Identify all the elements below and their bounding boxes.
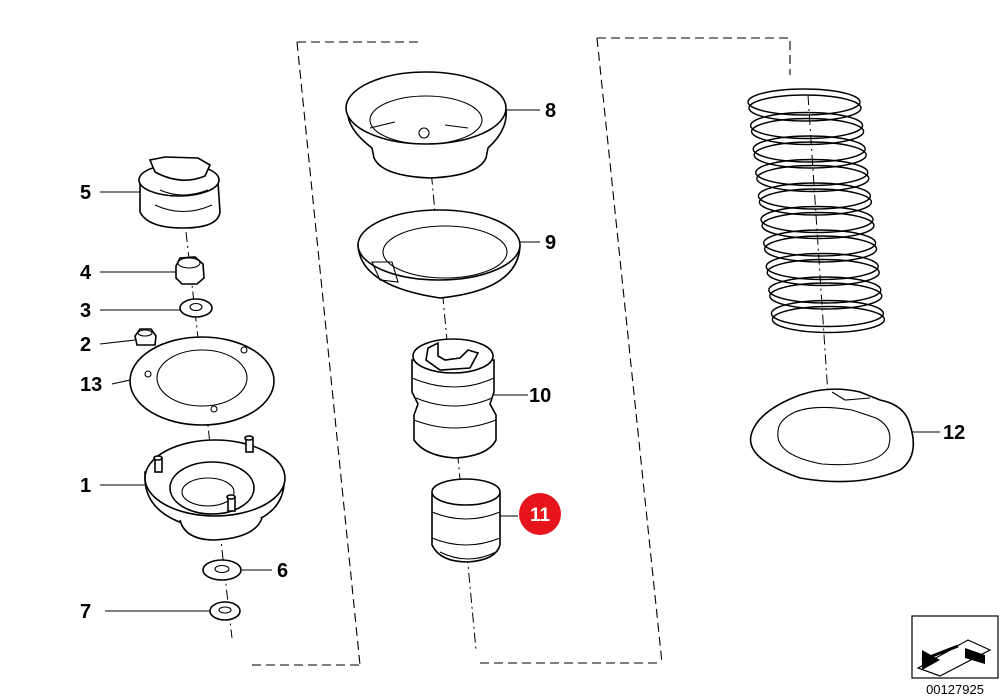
spring-coil-turn (762, 229, 877, 257)
label-part-10[interactable]: 10 (529, 385, 551, 407)
part-1-support-mount[interactable] (144, 435, 286, 541)
spring-coil-turn (770, 299, 885, 328)
spring-coil-turn (752, 135, 866, 163)
spring-coil-turn-edge (771, 305, 886, 334)
spring-coil-turn (749, 111, 864, 140)
spring-coil-turn (755, 158, 869, 187)
part-12-spring-pad-lower[interactable] (749, 388, 915, 483)
spring-coil-turn-edge (761, 211, 875, 240)
label-part-4[interactable]: 4 (80, 262, 92, 284)
spring-coil-turn-edge (756, 164, 870, 193)
label-part-5[interactable]: 5 (80, 182, 91, 204)
part-9-spring-pad[interactable] (357, 209, 521, 299)
label-part-3[interactable]: 3 (80, 300, 91, 322)
part-6-washer[interactable] (202, 559, 242, 581)
spring-coil-turn-edge (769, 282, 883, 310)
part-2-small-nut[interactable] (134, 328, 157, 346)
spring-coil-turn (768, 276, 882, 304)
highlight-callout-part-11[interactable]: 11 (519, 493, 561, 535)
view-direction-arrow-icon (911, 615, 999, 679)
part-11-protection-tube[interactable] (431, 478, 501, 563)
label-part-9[interactable]: 9 (545, 232, 556, 254)
label-part-7[interactable]: 7 (80, 601, 91, 623)
group-bracket-right (480, 37, 791, 664)
spring-coil-turn (760, 205, 874, 234)
spring-coil-turn (747, 88, 861, 116)
label-part-12[interactable]: 12 (943, 422, 965, 444)
image-id: 00127925 (926, 682, 984, 697)
highlight-marker (519, 493, 561, 535)
label-part-2[interactable]: 2 (80, 334, 91, 356)
spring-coil-turn-edge (750, 117, 865, 146)
label-part-1[interactable]: 1 (80, 475, 91, 497)
spring-coil-turn (757, 182, 872, 210)
spring-coil-turn-edge (763, 235, 878, 263)
coil-spring[interactable] (747, 88, 886, 334)
spring-coil-turn-edge (758, 188, 873, 216)
part-13-gasket[interactable] (129, 336, 275, 426)
label-part-6[interactable]: 6 (277, 560, 288, 582)
part-3-washer[interactable] (179, 298, 213, 318)
part-8-spring-pad-upper[interactable] (345, 71, 507, 179)
label-part-13[interactable]: 13 (80, 374, 102, 396)
part-10-bump-stop[interactable] (411, 338, 497, 459)
spring-coil-turn-edge (748, 94, 862, 122)
leader-lines (99, 109, 940, 612)
part-4-nut[interactable] (175, 256, 205, 285)
group-bracket-middle (252, 41, 420, 666)
label-part-8[interactable]: 8 (545, 100, 556, 122)
part-7-washer[interactable] (209, 601, 241, 621)
part-5-cap[interactable] (138, 156, 221, 229)
label-part-11[interactable]: 11 (530, 505, 551, 526)
spring-coil-turn-edge (753, 141, 867, 169)
spring-coil-turn-edge (766, 258, 880, 287)
spring-coil-turn (765, 252, 879, 281)
